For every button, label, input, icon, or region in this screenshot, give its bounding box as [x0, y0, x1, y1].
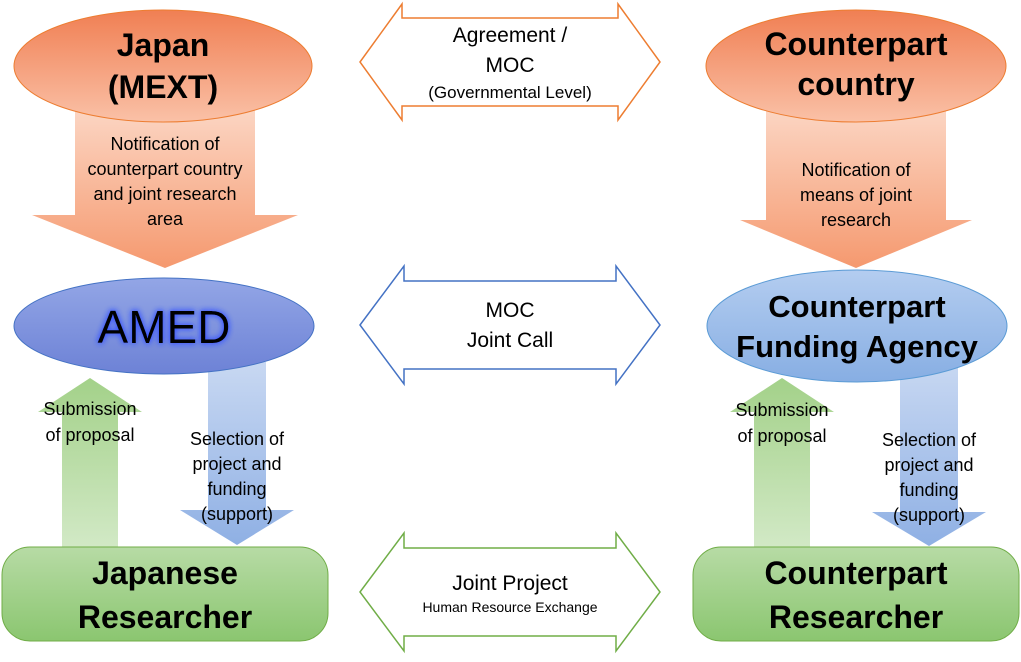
svg-text:project and: project and	[884, 455, 973, 475]
japan-mext-node	[13, 9, 313, 123]
right-submission-arrow	[730, 378, 834, 548]
counterpart-funding-agency-node	[706, 269, 1008, 383]
researcher-level-double-arrow	[359, 530, 661, 654]
right-selection-arrow	[872, 362, 986, 546]
svg-text:(Governmental Level): (Governmental Level)	[428, 83, 591, 102]
left-selection-label: Selection of project and funding (suppor…	[190, 429, 285, 524]
svg-text:research: research	[821, 210, 891, 230]
svg-text:funding: funding	[899, 480, 958, 500]
counterpart-researcher-node	[692, 546, 1020, 642]
agency-level-label: MOC Joint Call	[467, 299, 553, 352]
svg-text:and joint research: and joint research	[93, 184, 236, 204]
svg-text:area: area	[147, 209, 184, 229]
svg-text:project and: project and	[192, 454, 281, 474]
svg-text:Counterpart: Counterpart	[768, 289, 945, 324]
japan-notification-arrow	[32, 100, 298, 268]
amed-label: AMED	[98, 301, 231, 353]
svg-text:Submission: Submission	[735, 400, 828, 420]
researcher-level-label: Joint Project Human Resource Exchange	[422, 572, 597, 615]
right-selection-label: Selection of project and funding (suppor…	[882, 430, 977, 525]
svg-text:Funding Agency: Funding Agency	[736, 329, 978, 364]
svg-text:Japan: Japan	[117, 27, 209, 63]
svg-text:Selection of: Selection of	[190, 429, 285, 449]
svg-text:MOC: MOC	[486, 299, 535, 322]
counterpart-notification-arrow	[740, 100, 972, 268]
svg-text:Researcher: Researcher	[78, 599, 252, 635]
svg-text:of proposal: of proposal	[737, 426, 826, 446]
svg-text:country: country	[797, 66, 915, 102]
counterpart-funding-agency-label: Counterpart Funding Agency	[736, 289, 978, 364]
svg-text:of proposal: of proposal	[45, 425, 134, 445]
left-submission-label: Submission of proposal	[43, 399, 136, 445]
government-level-label: Agreement / MOC (Governmental Level)	[428, 24, 591, 102]
svg-text:Joint Call: Joint Call	[467, 329, 553, 352]
japan-notification-label: Notification of counterpart country and …	[87, 134, 242, 229]
svg-text:means of joint: means of joint	[800, 185, 912, 205]
right-submission-label: Submission of proposal	[735, 400, 828, 446]
left-selection-arrow	[180, 362, 294, 545]
svg-text:(support): (support)	[893, 505, 965, 525]
svg-text:MOC: MOC	[486, 54, 535, 77]
japanese-researcher-node	[1, 546, 329, 642]
svg-text:Submission: Submission	[43, 399, 136, 419]
svg-text:funding: funding	[207, 479, 266, 499]
government-level-double-arrow	[359, 1, 661, 123]
svg-text:Notification of: Notification of	[110, 134, 220, 154]
svg-text:Agreement /: Agreement /	[453, 24, 568, 47]
japanese-researcher-label: Japanese Researcher	[78, 555, 252, 635]
svg-text:Joint Project: Joint Project	[452, 572, 568, 595]
counterpart-researcher-label: Counterpart Researcher	[764, 555, 947, 635]
counterpart-country-node	[705, 9, 1007, 123]
japan-mext-label: Japan (MEXT)	[108, 27, 218, 105]
svg-text:Counterpart: Counterpart	[764, 555, 947, 591]
left-submission-arrow	[38, 378, 142, 548]
counterpart-country-label: Counterpart country	[764, 26, 947, 102]
svg-text:Selection of: Selection of	[882, 430, 977, 450]
svg-text:Notification of: Notification of	[801, 160, 911, 180]
counterpart-notification-label: Notification of means of joint research	[800, 160, 912, 230]
amed-node	[13, 277, 315, 375]
svg-text:Japanese: Japanese	[92, 555, 238, 591]
svg-text:(MEXT): (MEXT)	[108, 69, 218, 105]
svg-text:(support): (support)	[201, 504, 273, 524]
svg-text:Human Resource Exchange: Human Resource Exchange	[422, 599, 597, 615]
svg-text:Researcher: Researcher	[769, 599, 943, 635]
svg-text:counterpart country: counterpart country	[87, 159, 242, 179]
agency-level-double-arrow	[359, 263, 661, 387]
svg-text:Counterpart: Counterpart	[764, 26, 947, 62]
